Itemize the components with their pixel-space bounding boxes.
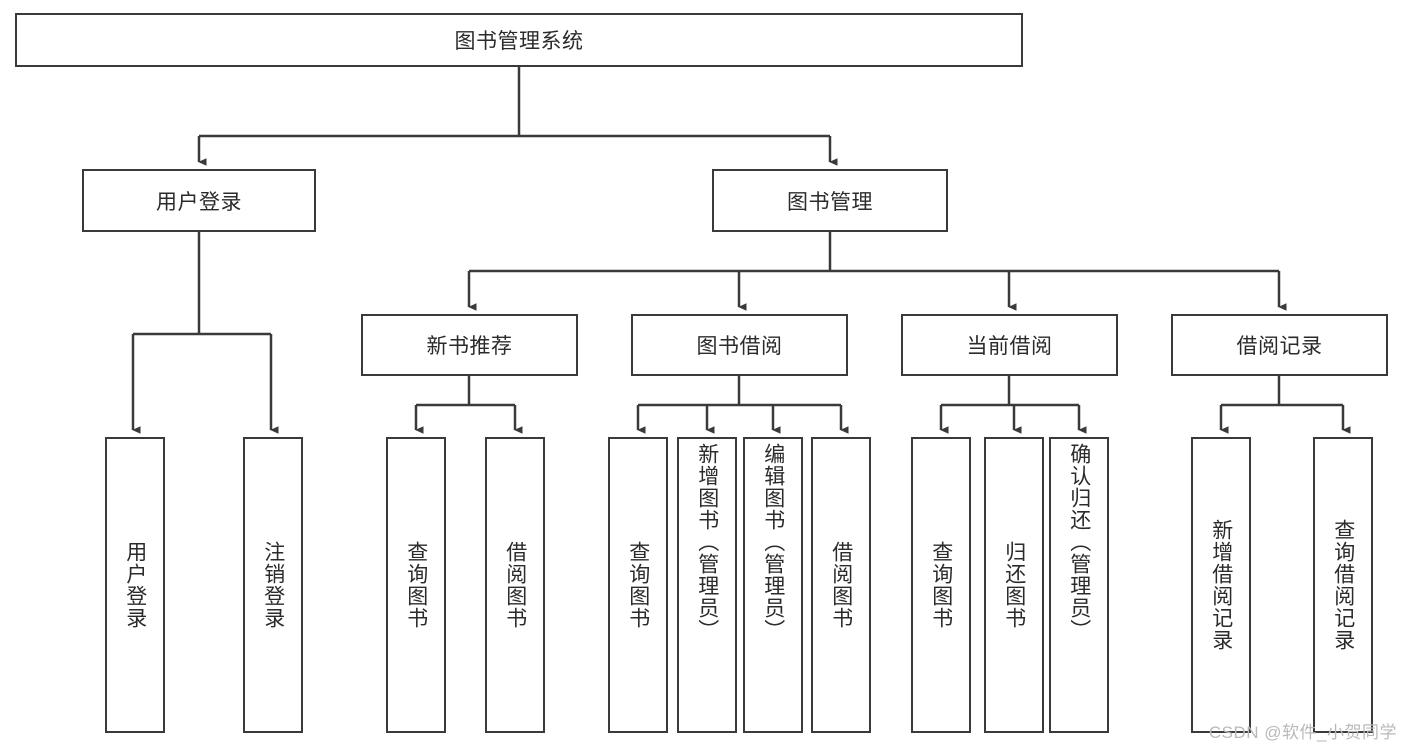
node-leaf-borrow-book-2-label: 借阅图书 [829,541,853,629]
node-new-book-rec[interactable]: 新书推荐 [361,314,578,376]
node-leaf-add-borrow-record[interactable]: 新增借阅记录 [1191,437,1251,733]
node-leaf-edit-book-admin-label: 编辑图书（管理员） [761,443,785,641]
node-leaf-confirm-return-admin[interactable]: 确认归还（管理员） [1049,437,1109,733]
node-leaf-edit-book-admin[interactable]: 编辑图书（管理员） [743,437,803,733]
node-leaf-borrow-book-2[interactable]: 借阅图书 [811,437,871,733]
node-leaf-confirm-return-admin-label: 确认归还（管理员） [1067,443,1091,641]
node-book-manage[interactable]: 图书管理 [712,169,948,232]
node-leaf-user-logout-label: 注销登录 [261,541,285,629]
node-book-borrow[interactable]: 图书借阅 [631,314,848,376]
node-borrow-record-label: 借阅记录 [1236,335,1323,358]
node-book-manage-label: 图书管理 [787,190,873,214]
node-borrow-record[interactable]: 借阅记录 [1171,314,1388,376]
node-leaf-add-borrow-record-label: 新增借阅记录 [1209,519,1233,651]
node-leaf-return-book-label: 归还图书 [1002,541,1026,629]
node-leaf-query-book-2[interactable]: 查询图书 [608,437,668,733]
node-root[interactable]: 图书管理系统 [15,13,1023,67]
node-leaf-query-book-1[interactable]: 查询图书 [386,437,446,733]
node-book-borrow-label: 图书借阅 [696,335,783,358]
node-leaf-borrow-book-1-label: 借阅图书 [503,541,527,629]
node-leaf-user-login-label: 用户登录 [123,541,147,629]
node-leaf-return-book[interactable]: 归还图书 [984,437,1044,733]
node-user-login-label: 用户登录 [156,190,242,214]
node-leaf-query-book-3-label: 查询图书 [929,541,953,629]
node-current-borrow[interactable]: 当前借阅 [901,314,1118,376]
node-new-book-rec-label: 新书推荐 [426,335,513,358]
node-leaf-borrow-book-1[interactable]: 借阅图书 [485,437,545,733]
node-leaf-user-login[interactable]: 用户登录 [105,437,165,733]
node-leaf-query-book-2-label: 查询图书 [626,541,650,629]
node-leaf-add-book-admin-label: 新增图书（管理员） [695,443,719,641]
node-leaf-query-borrow-record[interactable]: 查询借阅记录 [1313,437,1373,733]
node-leaf-user-logout[interactable]: 注销登录 [243,437,303,733]
node-root-label: 图书管理系统 [454,30,584,53]
node-leaf-query-borrow-record-label: 查询借阅记录 [1331,519,1355,651]
node-leaf-query-book-3[interactable]: 查询图书 [911,437,971,733]
node-user-login[interactable]: 用户登录 [82,169,316,232]
node-leaf-add-book-admin[interactable]: 新增图书（管理员） [677,437,737,733]
node-current-borrow-label: 当前借阅 [966,335,1053,358]
node-leaf-query-book-1-label: 查询图书 [404,541,428,629]
